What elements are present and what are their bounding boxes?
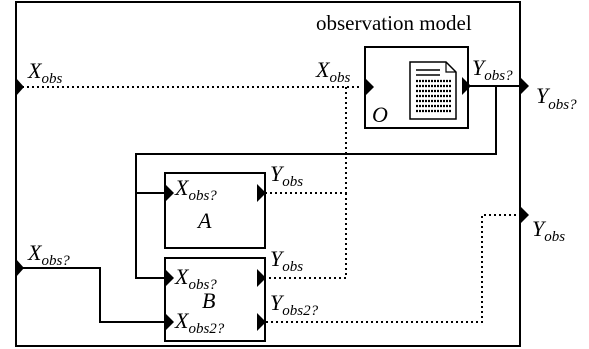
wire-feedback-b bbox=[135, 193, 165, 279]
box-b-name: B bbox=[202, 288, 215, 313]
label-o-output: Yobs? bbox=[472, 55, 513, 84]
label-in-top: Xobs bbox=[27, 58, 62, 87]
label-out-bottom: Yobs bbox=[532, 216, 565, 245]
label-a-input: Xobs? bbox=[174, 175, 217, 204]
box-o-name: O bbox=[372, 102, 388, 127]
wire-yobs-b bbox=[266, 193, 347, 279]
box-a-name: A bbox=[196, 208, 212, 233]
label-o-input: Xobs bbox=[315, 57, 350, 86]
box-a bbox=[164, 172, 266, 249]
label-b-input2: Xobs2? bbox=[174, 308, 225, 337]
box-b bbox=[164, 257, 266, 342]
label-in-bottom: Xobs? bbox=[27, 240, 70, 269]
diagram-title: observation model bbox=[316, 11, 472, 35]
label-out-top: Yobs? bbox=[536, 83, 577, 113]
wire-xobs2-to-b bbox=[22, 267, 165, 323]
document-icon bbox=[409, 61, 457, 120]
label-a-output: Yobs bbox=[270, 161, 303, 190]
label-b-output2: Yobs2? bbox=[270, 290, 319, 319]
label-b-input1: Xobs? bbox=[174, 264, 217, 293]
port-arrows bbox=[16, 77, 529, 331]
wire-feedback-a bbox=[135, 86, 497, 194]
label-b-output1: Yobs bbox=[270, 246, 303, 275]
outer-frame bbox=[15, 1, 521, 347]
